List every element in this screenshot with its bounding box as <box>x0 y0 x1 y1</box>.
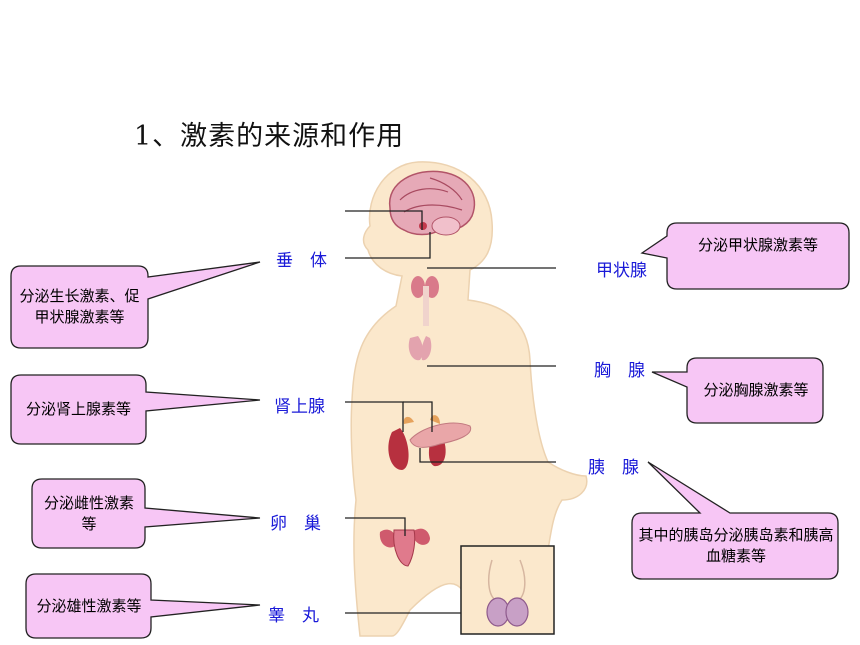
leader-lines <box>345 210 556 614</box>
callout-thyroid-bubble <box>640 222 850 290</box>
pancreas-organ <box>409 422 472 448</box>
label-pancreas: 胰 腺 <box>588 458 639 478</box>
callout-pancreas-text: 其中的胰岛分泌胰岛素和胰高血糖素等 <box>638 526 834 565</box>
label-adrenal: 肾上腺 <box>274 397 325 417</box>
callout-pancreas-bubble <box>631 461 839 580</box>
label-testis: 睾 丸 <box>268 606 319 626</box>
page-title: 1、激素的来源和作用 <box>134 121 405 152</box>
callout-adrenal-text: 分泌肾上腺素等 <box>25 400 131 418</box>
callout-thymus-bubble <box>651 357 824 424</box>
human-body-illustration <box>350 161 588 637</box>
thymus-organ <box>408 336 432 361</box>
callout-bubbles <box>10 222 850 639</box>
callout-testis-text: 分泌雄性激素等 <box>36 596 142 615</box>
callout-testis-bubble <box>25 573 261 639</box>
callout-ovary-bubble <box>31 478 261 549</box>
label-pituitary: 垂 体 <box>276 251 327 271</box>
body-silhouette <box>350 161 588 637</box>
callout-ovary-text: 分泌雌性激素等 <box>43 493 134 533</box>
callout-thyroid-text: 分泌甲状腺激素等 <box>697 235 818 254</box>
callout-thymus-text: 分泌胸腺激素等 <box>703 381 809 399</box>
label-thymus: 胸 腺 <box>594 361 645 381</box>
uterus-organ <box>379 528 430 567</box>
testis-inset <box>460 545 555 635</box>
callout-pituitary-text: 分泌生长激素、促甲状腺激素等 <box>19 287 140 326</box>
label-ovary: 卵 巢 <box>270 514 321 534</box>
label-thyroid: 甲状腺 <box>596 261 647 281</box>
callout-adrenal-bubble <box>10 374 261 445</box>
thyroid-organ <box>411 276 439 326</box>
callout-pituitary-bubble <box>10 261 261 349</box>
